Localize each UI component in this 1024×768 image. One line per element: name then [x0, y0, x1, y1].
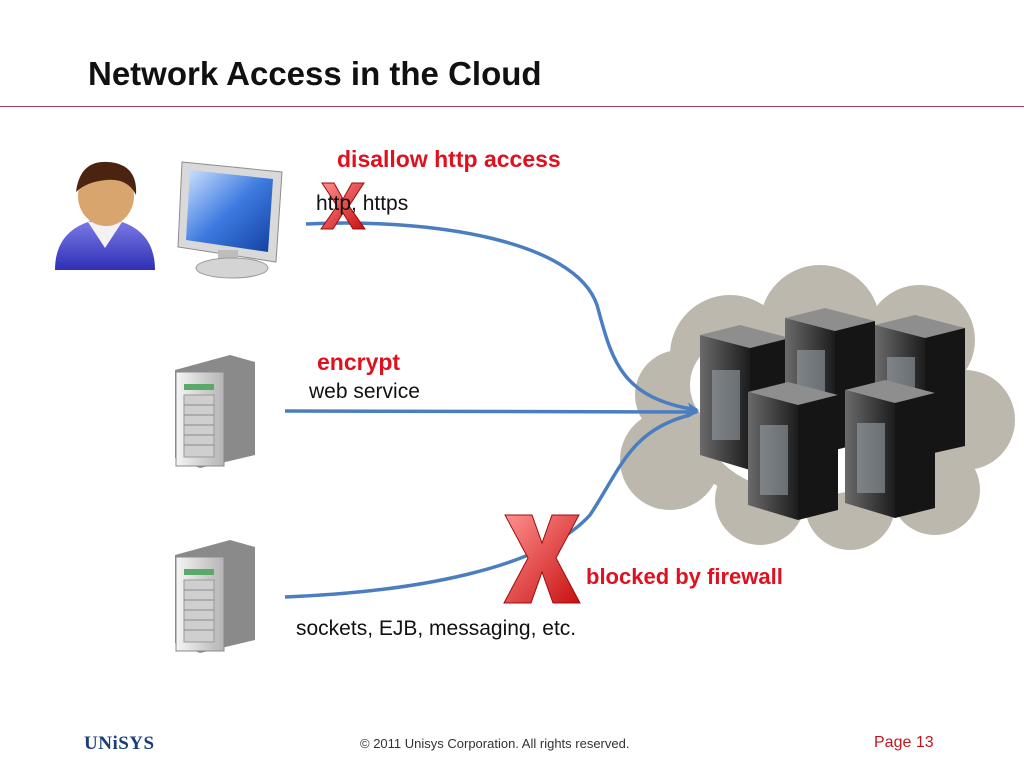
copyright-notice: © 2011 Unisys Corporation. All rights re…: [360, 736, 630, 751]
page-number: Page 13: [874, 734, 934, 751]
server-tower-icon: [175, 540, 255, 653]
http-connection-arrow: [305, 221, 699, 415]
webservice-connection-arrow: [284, 405, 699, 418]
slide-title: Network Access in the Cloud: [88, 55, 542, 92]
server-cluster-icon: [700, 308, 965, 520]
user-avatar-icon: [55, 161, 155, 270]
http-https-label: http, https: [316, 192, 409, 215]
disallow-http-label: disallow http access: [337, 146, 561, 172]
blocked-x-icon: [320, 182, 366, 230]
blocked-x-icon: [503, 514, 581, 604]
server-tower-icon: [175, 355, 255, 468]
blocked-by-firewall-label: blocked by firewall: [586, 564, 783, 589]
unisys-logo: UNiSYS: [84, 733, 155, 754]
sockets-label: sockets, EJB, messaging, etc.: [296, 617, 577, 640]
encrypt-label: encrypt: [317, 349, 401, 375]
title-divider: [0, 106, 1024, 107]
computer-monitor-icon: [177, 161, 283, 279]
sockets-connection-line: [284, 413, 691, 599]
web-service-label: web service: [309, 380, 420, 403]
